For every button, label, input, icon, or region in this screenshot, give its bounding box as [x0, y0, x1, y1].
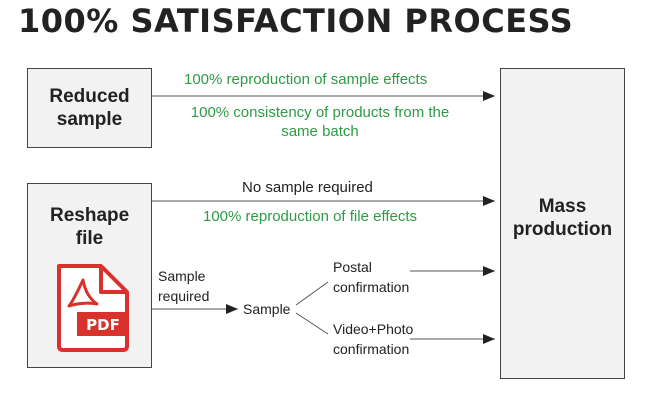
mass-production-box: Mass production: [500, 68, 625, 379]
label-no-sample: No sample required: [242, 179, 373, 196]
reduced-sample-label: Reduced sample: [49, 86, 130, 130]
label-reproduction-sample: 100% reproduction of sample effects: [184, 71, 428, 88]
pdf-file-icon: PDF: [57, 264, 129, 352]
reshape-file-box: Reshape file PDF: [27, 183, 152, 368]
acrobat-logo-icon: [67, 278, 99, 308]
page-title: 100% SATISFACTION PROCESS: [18, 2, 574, 40]
label-video-photo: Video+Photo confirmation: [333, 321, 414, 357]
label-sample-required: Sample required: [158, 268, 210, 304]
reshape-file-label: Reshape file: [50, 205, 130, 249]
reduced-sample-box: Reduced sample: [27, 68, 152, 148]
label-consistency: 100% consistency of products from the sa…: [190, 104, 450, 140]
branch-line-postal: [295, 281, 329, 306]
pdf-label: PDF: [86, 316, 120, 334]
mass-production-label: Mass production: [512, 196, 613, 240]
label-reproduction-file: 100% reproduction of file effects: [203, 208, 418, 225]
label-postal: Postal confirmation: [333, 259, 410, 295]
branch-line-video: [295, 312, 329, 335]
label-sample: Sample: [243, 301, 291, 317]
